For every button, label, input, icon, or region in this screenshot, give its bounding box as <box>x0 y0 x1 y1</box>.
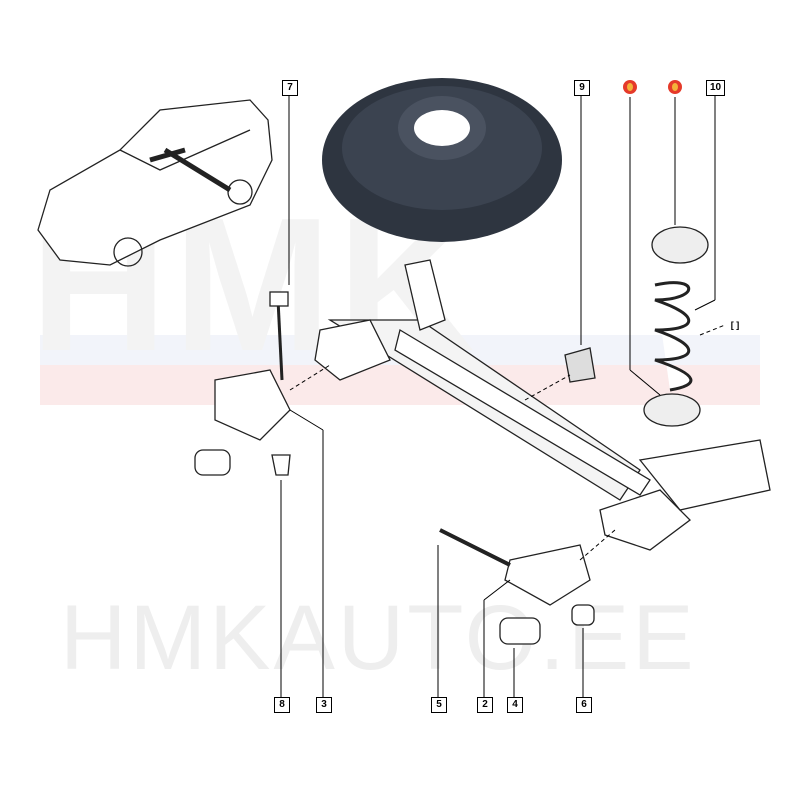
dashed-assembly-lines <box>289 324 726 561</box>
parts <box>194 226 709 645</box>
orange-marker-icon[interactable] <box>668 80 682 94</box>
bolt-head-left <box>269 291 289 307</box>
callout-2[interactable]: 2 <box>477 697 493 713</box>
callout-4[interactable]: 4 <box>507 697 523 713</box>
bush-left <box>194 449 231 476</box>
bracket-left <box>214 369 291 441</box>
callout-8[interactable]: 8 <box>274 697 290 713</box>
nut-left <box>271 454 291 476</box>
callout-5[interactable]: 5 <box>431 697 447 713</box>
callout-10[interactable]: 10 <box>706 80 725 96</box>
callout-3[interactable]: 3 <box>316 697 332 713</box>
bracket-right <box>504 544 591 606</box>
bush-right <box>499 617 541 645</box>
rear-axle-beam <box>314 259 771 551</box>
callout-9[interactable]: 9 <box>574 80 590 96</box>
nut-right <box>571 604 595 626</box>
bolt-left <box>276 299 284 381</box>
orange-marker-icon[interactable] <box>623 80 637 94</box>
lower-spring-seat <box>643 393 701 427</box>
coil-spring <box>654 281 693 392</box>
watermark-band-red <box>40 365 760 405</box>
leader-lines <box>280 95 716 697</box>
car-illustration <box>37 99 273 267</box>
spring-pad-photo <box>322 78 562 242</box>
callout-reference[interactable]: [ ] <box>725 318 745 332</box>
upper-spring-seat <box>651 226 709 264</box>
callout-7[interactable]: 7 <box>282 80 298 96</box>
callout-6[interactable]: 6 <box>576 697 592 713</box>
bolt-right <box>439 528 511 567</box>
bump-stop <box>564 347 596 383</box>
